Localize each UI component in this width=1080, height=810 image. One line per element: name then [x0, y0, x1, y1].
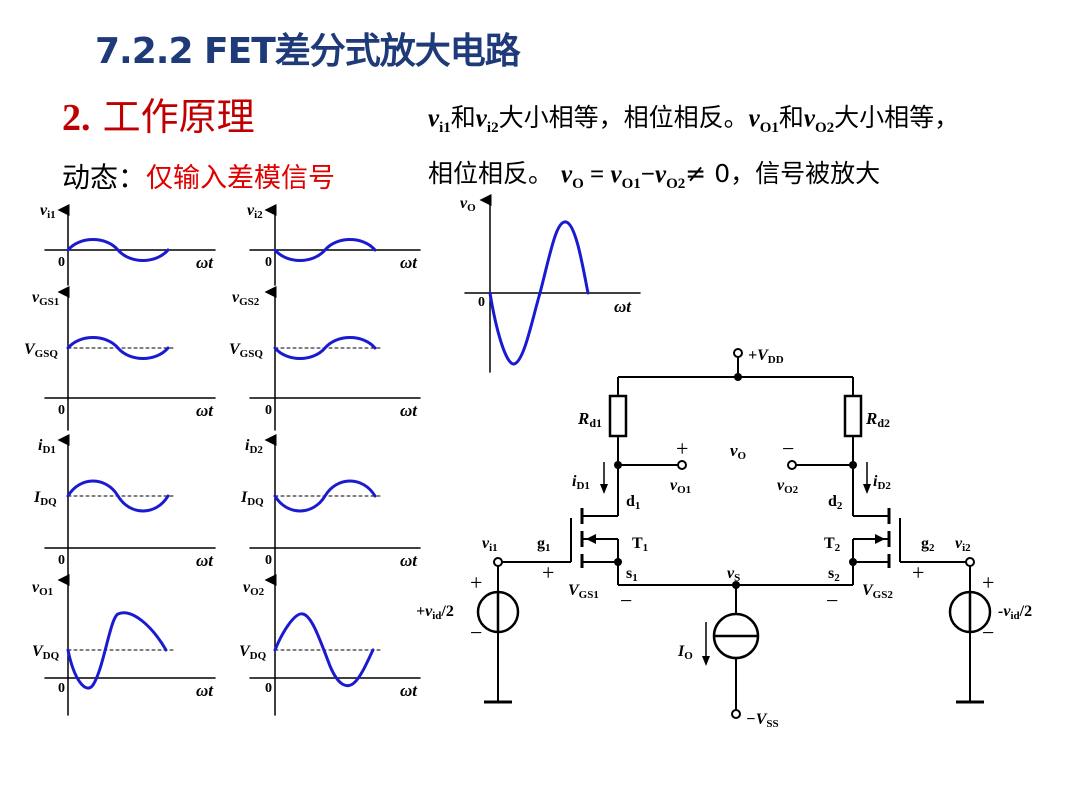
svg-text:d2: d2: [828, 493, 843, 512]
svg-text:vO: vO: [730, 441, 747, 462]
waveform-vi2: vi2: [247, 202, 421, 286]
svg-text:−VSS: −VSS: [746, 711, 779, 730]
svg-text:ωt: ωt: [614, 297, 632, 316]
svg-text:vi1: vi1: [482, 535, 498, 554]
svg-text:0: 0: [478, 295, 485, 310]
svg-text:−: −: [620, 588, 632, 613]
svg-text:IDQ: IDQ: [33, 489, 57, 508]
svg-text:vGS2: vGS2: [232, 289, 260, 308]
svg-text:vi2: vi2: [247, 202, 263, 221]
dynamic-label: 动态：: [62, 161, 147, 194]
svg-text:vi2: vi2: [955, 535, 971, 554]
svg-text:T1: T1: [632, 535, 648, 554]
svg-text:−: −: [470, 620, 482, 645]
svg-text:0: 0: [58, 553, 65, 568]
svg-text:ωt: ωt: [196, 401, 214, 420]
svg-text:+: +: [676, 436, 688, 461]
svg-text:0: 0: [58, 681, 65, 696]
dynamic-line: 动态：仅输入差模信号: [62, 156, 335, 196]
svg-text:vGS1: vGS1: [32, 289, 59, 308]
svg-text:-vid/2: -vid/2: [998, 603, 1032, 622]
svg-text:VGS2: VGS2: [862, 582, 893, 601]
svg-text:s1: s1: [626, 565, 638, 584]
circuit-diagram: [476, 348, 992, 719]
waveform-vgs1: vGS1: [32, 286, 216, 431]
svg-text:0: 0: [265, 553, 272, 568]
svg-text:ωt: ωt: [400, 681, 418, 700]
svg-text:−: −: [982, 620, 994, 645]
svg-text:iD2: iD2: [245, 437, 263, 456]
svg-text:ωt: ωt: [196, 551, 214, 570]
svg-text:+VDD: +VDD: [748, 347, 784, 366]
svg-text:+: +: [470, 570, 482, 595]
svg-text:0: 0: [58, 403, 65, 418]
section-text: 工作原理: [102, 95, 255, 139]
svg-text:VDQ: VDQ: [32, 643, 60, 662]
svg-text:g2: g2: [921, 535, 935, 554]
svg-text:vO1: vO1: [670, 477, 691, 496]
svg-text:IO: IO: [677, 643, 693, 662]
svg-text:−: −: [826, 588, 838, 613]
svg-text:vO2: vO2: [243, 579, 265, 598]
svg-text:0: 0: [265, 681, 272, 696]
svg-text:iD1: iD1: [572, 473, 590, 492]
svg-text:−: −: [782, 436, 794, 461]
svg-text:iD2: iD2: [873, 473, 891, 492]
svg-text:0: 0: [58, 255, 65, 270]
waveform-vi1: vi1: [40, 202, 216, 286]
svg-text:vi1: vi1: [40, 202, 56, 221]
svg-text:VDQ: VDQ: [239, 643, 267, 662]
svg-text:VGSQ: VGSQ: [229, 341, 263, 360]
section-heading: 2. 工作原理: [62, 86, 255, 141]
waveform-vo: vO 0 ωt: [460, 194, 641, 373]
section-number: 2.: [62, 97, 91, 139]
circuit-labels: +VDD Rd1 Rd2 + vO − iD1 iD2 vO1 vO2 d1 d…: [416, 347, 1032, 730]
description-text: vi1和vi2大小相等，相位相反。vO1和vO2大小相等，相位相反。 vO = …: [428, 103, 960, 192]
svg-text:ωt: ωt: [196, 681, 214, 700]
svg-text:vO: vO: [460, 195, 476, 214]
svg-text:Rd2: Rd2: [865, 409, 890, 430]
svg-text:+: +: [982, 570, 994, 595]
svg-text:VGSQ: VGSQ: [24, 341, 58, 360]
svg-text:vO1: vO1: [32, 579, 53, 598]
svg-text:ωt: ωt: [196, 253, 214, 272]
svg-text:IDQ: IDQ: [240, 489, 264, 508]
svg-text:s2: s2: [828, 565, 840, 584]
svg-text:T2: T2: [824, 535, 841, 554]
svg-text:ωt: ωt: [400, 401, 418, 420]
page-title: 7.2.2 FET差分式放大电路: [95, 31, 521, 72]
waveform-panels: vi1 vi2 vGS1 vGS2 iD1: [24, 202, 421, 716]
dynamic-value: 仅输入差模信号: [146, 163, 336, 194]
svg-text:0: 0: [265, 403, 272, 418]
svg-text:0: 0: [265, 255, 272, 270]
svg-text:ωt: ωt: [400, 253, 418, 272]
waveform-id2: iD2: [245, 434, 421, 579]
svg-text:+: +: [542, 560, 554, 585]
svg-text:d1: d1: [626, 493, 640, 512]
svg-text:vO2: vO2: [777, 477, 799, 496]
svg-text:+: +: [912, 560, 924, 585]
svg-text:iD1: iD1: [38, 437, 56, 456]
svg-text:vS: vS: [727, 565, 740, 584]
svg-text:+vid/2: +vid/2: [416, 603, 454, 622]
svg-text:ωt: ωt: [400, 551, 418, 570]
svg-text:Rd1: Rd1: [577, 409, 602, 430]
svg-text:VGS1: VGS1: [568, 582, 599, 601]
svg-text:g1: g1: [537, 535, 551, 554]
